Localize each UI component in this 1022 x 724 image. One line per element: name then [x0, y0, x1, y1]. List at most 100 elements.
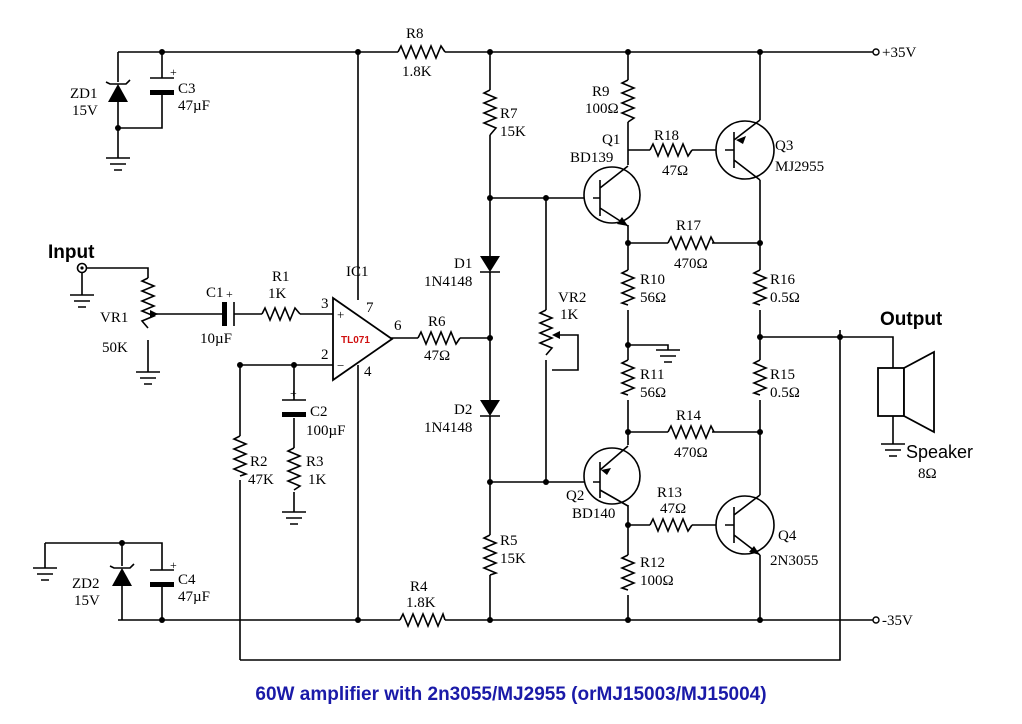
d2-value: 1N4148 — [424, 420, 472, 436]
capacitors — [150, 77, 306, 592]
r10-value: 56Ω — [640, 290, 666, 306]
q1-value: BD139 — [570, 150, 613, 166]
c1-name: C1 — [206, 285, 224, 301]
resistor-r2 — [231, 435, 249, 477]
r5-name: R5 — [500, 533, 518, 549]
r1-name: R1 — [272, 269, 290, 285]
c2-value: 100µF — [306, 423, 346, 439]
ic1-pin-6: 6 — [394, 318, 402, 334]
rail-positive-label: +35V — [882, 45, 916, 61]
ic1-plus-sign: + — [337, 307, 344, 322]
ic1-pin-7: 7 — [366, 300, 374, 316]
d1-name: D1 — [454, 256, 472, 272]
r2-name: R2 — [250, 454, 268, 470]
output-label: Output — [880, 309, 943, 330]
r2-value: 47K — [248, 472, 274, 488]
r18-value: 47Ω — [662, 163, 688, 179]
resistor-r6 — [417, 329, 461, 347]
resistor-r10 — [619, 269, 637, 306]
r17-name: R17 — [676, 218, 702, 234]
junctions — [76, 48, 880, 624]
c1-polarity: + — [226, 287, 233, 301]
resistor-r14 — [667, 423, 715, 441]
r16-value: 0.5Ω — [770, 290, 800, 306]
resistor-r17 — [667, 234, 715, 252]
vr1-value: 50K — [102, 340, 128, 356]
resistor-r18 — [649, 141, 693, 159]
r6-name: R6 — [428, 314, 446, 330]
ic1-pin-3: 3 — [321, 296, 329, 312]
r11-name: R11 — [640, 367, 664, 383]
speaker-impedance: 8Ω — [918, 466, 937, 482]
r8-name: R8 — [406, 26, 424, 42]
caption: 60W amplifier with 2n3055/MJ2955 (orMJ15… — [255, 684, 766, 705]
q3-value: MJ2955 — [775, 159, 824, 175]
transistors — [583, 119, 775, 556]
c4-polarity: + — [170, 558, 177, 572]
r13-value: 47Ω — [660, 501, 686, 517]
zd2-name: ZD2 — [72, 576, 100, 592]
r13-name: R13 — [657, 485, 682, 501]
resistor-r13 — [649, 516, 693, 534]
r17-value: 470Ω — [674, 256, 708, 272]
resistor-r7 — [481, 89, 499, 136]
c3-name: C3 — [178, 81, 196, 97]
resistor-r5 — [481, 534, 499, 576]
input-label: Input — [48, 242, 95, 263]
r12-name: R12 — [640, 555, 665, 571]
q1-name: Q1 — [602, 132, 620, 148]
c1-value: 10µF — [200, 331, 232, 347]
resistors — [139, 43, 769, 629]
resistor-r3 — [285, 447, 303, 491]
speaker-icon — [877, 350, 935, 434]
r9-value: 100Ω — [585, 101, 619, 117]
speaker-label: Speaker — [906, 442, 973, 462]
ic1-pin-4: 4 — [364, 364, 372, 380]
ground-symbols — [33, 157, 905, 581]
resistor-r4 — [399, 611, 446, 629]
r18-name: R18 — [654, 128, 679, 144]
q4-name: Q4 — [778, 528, 797, 544]
r16-name: R16 — [770, 272, 796, 288]
ic1-part: TL071 — [341, 335, 370, 346]
c3-value: 47µF — [178, 98, 210, 114]
c2-name: C2 — [310, 404, 328, 420]
potentiometer-vr1 — [139, 277, 157, 329]
r7-name: R7 — [500, 106, 518, 122]
rail-negative-label: -35V — [882, 613, 913, 629]
c4-value: 47µF — [178, 589, 210, 605]
c2-polarity: + — [290, 386, 297, 400]
resistor-r12 — [619, 554, 637, 591]
r14-name: R14 — [676, 408, 702, 424]
opamp-ic1 — [332, 296, 394, 382]
resistor-r8 — [397, 43, 446, 61]
potentiometer-vr2 — [537, 309, 555, 356]
ic1-minus-sign: − — [337, 358, 344, 373]
zd2-value: 15V — [74, 593, 100, 609]
ic1-name: IC1 — [346, 264, 369, 280]
r3-value: 1K — [308, 472, 327, 488]
resistor-r16 — [751, 269, 769, 306]
vr2-name: VR2 — [558, 290, 586, 306]
q2-value: BD140 — [572, 506, 615, 522]
q3-name: Q3 — [775, 138, 793, 154]
diodes — [105, 79, 500, 586]
vr2-value: 1K — [560, 307, 579, 323]
c3-polarity: + — [170, 65, 177, 79]
r1-value: 1K — [268, 286, 287, 302]
r3-name: R3 — [306, 454, 324, 470]
resistor-r15 — [751, 359, 769, 396]
c4-name: C4 — [178, 572, 196, 588]
r6-value: 47Ω — [424, 348, 450, 364]
resistor-r1 — [261, 305, 301, 323]
d2-name: D2 — [454, 402, 472, 418]
vr1-name: VR1 — [100, 310, 128, 326]
r15-value: 0.5Ω — [770, 385, 800, 401]
r15-name: R15 — [770, 367, 795, 383]
r12-value: 100Ω — [640, 573, 674, 589]
zd1-value: 15V — [72, 103, 98, 119]
resistor-r11 — [619, 359, 637, 396]
ic1-pin-2: 2 — [321, 347, 329, 363]
d1-value: 1N4148 — [424, 274, 472, 290]
